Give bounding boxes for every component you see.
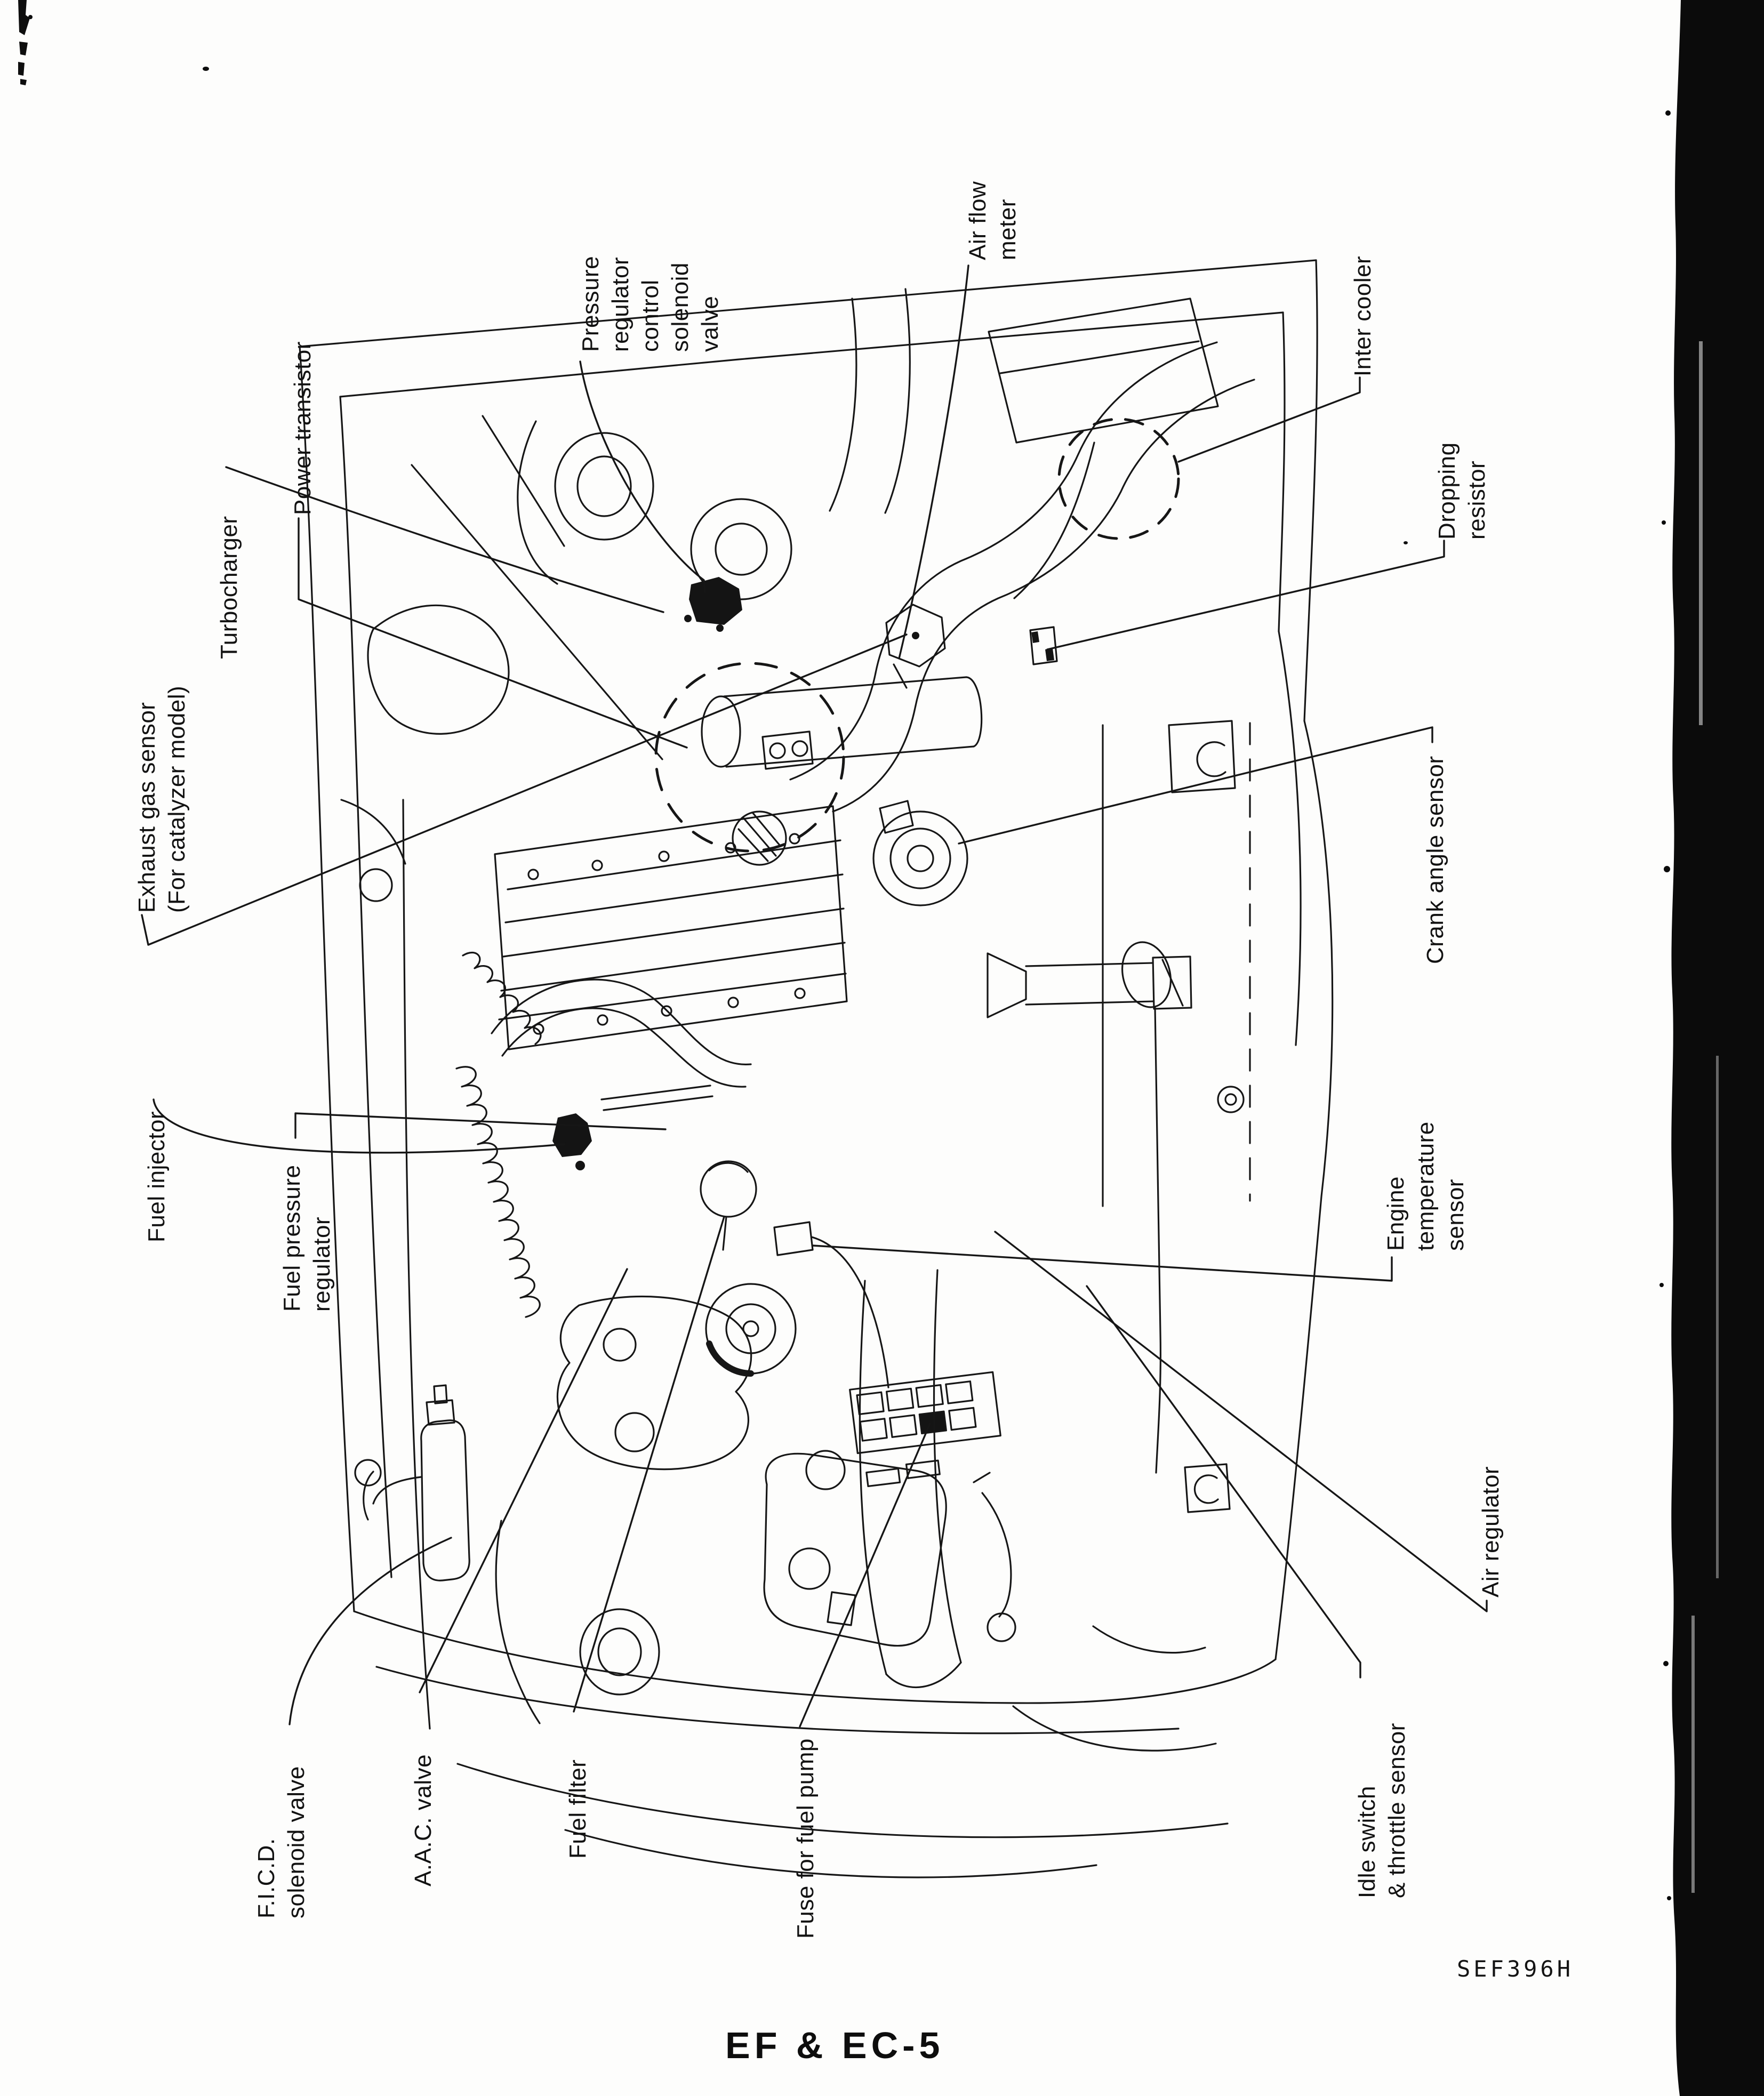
washer-bottle bbox=[763, 1450, 947, 1647]
scan-binding-edge bbox=[1659, 0, 1764, 2096]
label-idle-switch-throttle-sensor: Idle switch & throttle sensor bbox=[1354, 1723, 1410, 1898]
ficd-aac-valve-part bbox=[354, 1384, 470, 1581]
exhaust-gas-sensor-part bbox=[885, 604, 946, 689]
coiled-hose bbox=[455, 952, 542, 1318]
leader-inter-cooler bbox=[1177, 376, 1361, 463]
fuel-filter-part bbox=[700, 1160, 757, 1251]
leader-fuel-pressure-regulator bbox=[294, 1112, 667, 1139]
engine-temp-sensor-part bbox=[773, 1221, 889, 1388]
heater-hose bbox=[491, 978, 752, 1088]
leader-air-regulator bbox=[994, 1231, 1488, 1612]
label-ficd-solenoid-valve: F.I.C.D. solenoid valve bbox=[253, 1766, 309, 1918]
pull-cable bbox=[973, 1472, 1016, 1642]
label-engine-temperature-sensor: Engine temperature sensor bbox=[1383, 1121, 1469, 1251]
strut-tower bbox=[517, 420, 654, 585]
pressure-solenoid-part bbox=[684, 577, 814, 770]
figure-code: SEF396H bbox=[1457, 1956, 1574, 1982]
leader-fuel-injector bbox=[153, 1098, 565, 1154]
air-flow-meter-duct bbox=[701, 676, 983, 768]
leader-exhaust-gas-sensor bbox=[141, 633, 908, 946]
dashed-highlights bbox=[654, 417, 1180, 853]
clamps-and-misc bbox=[495, 720, 1245, 1752]
label-aac-valve: A.A.C. valve bbox=[410, 1754, 436, 1886]
leader-fuse-for-fuel-pump bbox=[799, 1423, 931, 1728]
intake-plate bbox=[556, 1295, 752, 1471]
leader-power-transistor bbox=[298, 517, 688, 749]
leader-dropping-resistor bbox=[1046, 540, 1445, 651]
label-power-transistor: Power transistor bbox=[290, 341, 316, 515]
funnel-and-rod bbox=[987, 941, 1192, 1474]
leader-air-flow-meter bbox=[898, 264, 969, 660]
label-dropping-resistor: Dropping resistor bbox=[1434, 442, 1490, 540]
label-crank-angle-sensor: Crank angle sensor bbox=[1422, 756, 1448, 964]
label-fuel-pressure-regulator: Fuel pressure regulator bbox=[279, 1165, 335, 1312]
pulley-and-caps bbox=[690, 498, 792, 866]
leader-crank-angle-sensor bbox=[958, 726, 1433, 845]
leader-turbocharger bbox=[225, 466, 664, 613]
air-cleaner-box bbox=[988, 298, 1219, 599]
label-fuse-for-fuel-pump: Fuse for fuel pump bbox=[792, 1738, 819, 1939]
leader-aac-valve bbox=[419, 1268, 628, 1693]
right-duct bbox=[859, 1269, 962, 1689]
label-fuel-filter: Fuel filter bbox=[565, 1759, 591, 1859]
label-air-regulator: Air regulator bbox=[1478, 1466, 1504, 1597]
leader-idle-switch-throttle-sensor bbox=[1086, 1285, 1361, 1679]
leader-fuel-filter bbox=[573, 1216, 725, 1713]
leader-ficd-solenoid-valve bbox=[288, 1537, 452, 1725]
dropping-resistor-part bbox=[1029, 626, 1058, 665]
label-inter-cooler: Inter cooler bbox=[1350, 255, 1376, 376]
label-exhaust-gas-sensor: Exhaust gas sensor (For catalyzer model) bbox=[134, 685, 190, 913]
page-number: EF & EC-5 bbox=[725, 2025, 944, 2066]
car-body-outline bbox=[299, 259, 1334, 1878]
label-fuel-injector: Fuel injector bbox=[143, 1111, 170, 1242]
valve-cover bbox=[494, 805, 848, 1050]
label-turbocharger: Turbocharger bbox=[216, 516, 242, 660]
intercooler-pipe bbox=[789, 341, 1255, 813]
leader-pressure-regulator-control-solenoid-valve bbox=[579, 360, 706, 593]
label-air-flow-meter: Air flow meter bbox=[965, 181, 1021, 260]
label-pressure-regulator-control-solenoid-valve: Pressure regulator control solenoid valv… bbox=[578, 255, 723, 352]
leader-lines bbox=[141, 264, 1488, 1728]
engine-mount-hole bbox=[579, 1608, 660, 1696]
leader-engine-temperature-sensor bbox=[812, 1244, 1393, 1282]
crank-angle-sensor-distributor bbox=[872, 800, 968, 906]
scan-corner-marks bbox=[18, 0, 1408, 544]
